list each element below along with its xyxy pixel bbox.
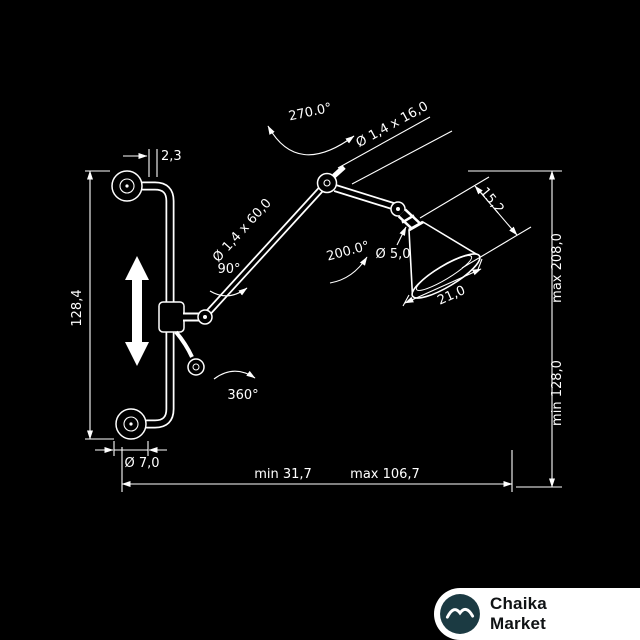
dim-reach: min 31,7 max 106,7 (121, 447, 513, 492)
bottom-wall-flange-hub (123, 416, 139, 432)
ext-line (461, 226, 532, 269)
ext-line (337, 116, 431, 169)
seagull-glyph (445, 607, 475, 619)
angle-swivel: 360° (213, 370, 259, 403)
dim-label-height-max: max 208,0 (550, 233, 565, 303)
dim-label-shade-height: 15,2 (477, 185, 507, 217)
dim-label-bar-length: 128,4 (70, 289, 85, 326)
rotation-arc (267, 125, 355, 156)
sliding-bracket (158, 301, 205, 376)
socket-collar (401, 214, 415, 224)
angle-annotations: 270.0° 200.0° 90° 360° (209, 101, 371, 403)
dim-line (474, 185, 518, 236)
bottom-flange-center (129, 422, 133, 426)
angle-label-elbow: 90° (217, 262, 240, 277)
logo-line2: Market (490, 614, 547, 633)
upper-arm-inner (334, 185, 397, 210)
top-joint-hub (323, 179, 331, 187)
dim-label-tube-diameter: 2,3 (161, 149, 182, 164)
joint-screw-stub (332, 165, 346, 178)
chaika-market-logo: Chaika Market (434, 588, 640, 640)
dim-label-height-min: min 128,0 (550, 360, 565, 426)
locking-knob (187, 358, 205, 376)
shade-top-ring (408, 220, 424, 232)
dim-height: min 128,0 max 208,0 (468, 170, 565, 488)
ext-line (419, 176, 490, 219)
lower-arm-inner (205, 184, 326, 316)
angle-arc (209, 287, 248, 297)
ext-line (351, 130, 453, 185)
dim-label-reach-max: max 106,7 (350, 467, 420, 482)
slide-direction-arrow (125, 256, 149, 366)
angle-upper-joint-rotation: 270.0° (267, 101, 355, 156)
top-flange-center (125, 184, 129, 188)
rotation-arc (213, 370, 256, 380)
seagull-icon-svg (440, 594, 480, 634)
locking-knob-detail (192, 363, 200, 371)
rotation-arc (329, 256, 368, 284)
dim-tube-diameter: 2,3 (123, 149, 182, 177)
dim-top-screw: Ø 1,4 x 16,0 (337, 99, 453, 185)
logo-text: Chaika Market (490, 594, 547, 634)
dim-bar-length: 128,4 (70, 170, 114, 440)
dim-label-top-screw: Ø 1,4 x 16,0 (354, 99, 431, 151)
dimension-annotations: 2,3 128,4 Ø 7,0 min 31,7 max 106,7 (70, 99, 565, 492)
angle-elbow: 90° (209, 262, 248, 297)
leader-line (396, 226, 407, 246)
dim-label-flange-diameter: Ø 7,0 (124, 456, 159, 471)
dim-flange-diameter: Ø 7,0 (95, 441, 167, 471)
bar-clamp (158, 301, 185, 333)
top-joint (316, 172, 338, 194)
ext-line (402, 294, 410, 307)
dim-socket-diameter: Ø 5,0 (375, 226, 411, 262)
knob-stem (174, 330, 194, 358)
dim-label-socket-diameter: Ø 5,0 (375, 247, 410, 262)
seagull-icon (439, 593, 481, 635)
logo-line1: Chaika (490, 593, 547, 613)
angle-head-rotation: 200.0° (325, 239, 371, 284)
elbow-pivot-center (203, 315, 207, 319)
top-wall-flange-hub (119, 178, 135, 194)
head-joint-center (396, 207, 400, 211)
angle-label-upper-joint: 270.0° (287, 101, 333, 125)
articulated-arms (197, 165, 398, 325)
dim-line (404, 268, 482, 304)
dim-label-reach-min: min 31,7 (254, 467, 312, 482)
angle-label-swivel: 360° (227, 388, 258, 403)
socket-neck-inner (399, 210, 420, 230)
